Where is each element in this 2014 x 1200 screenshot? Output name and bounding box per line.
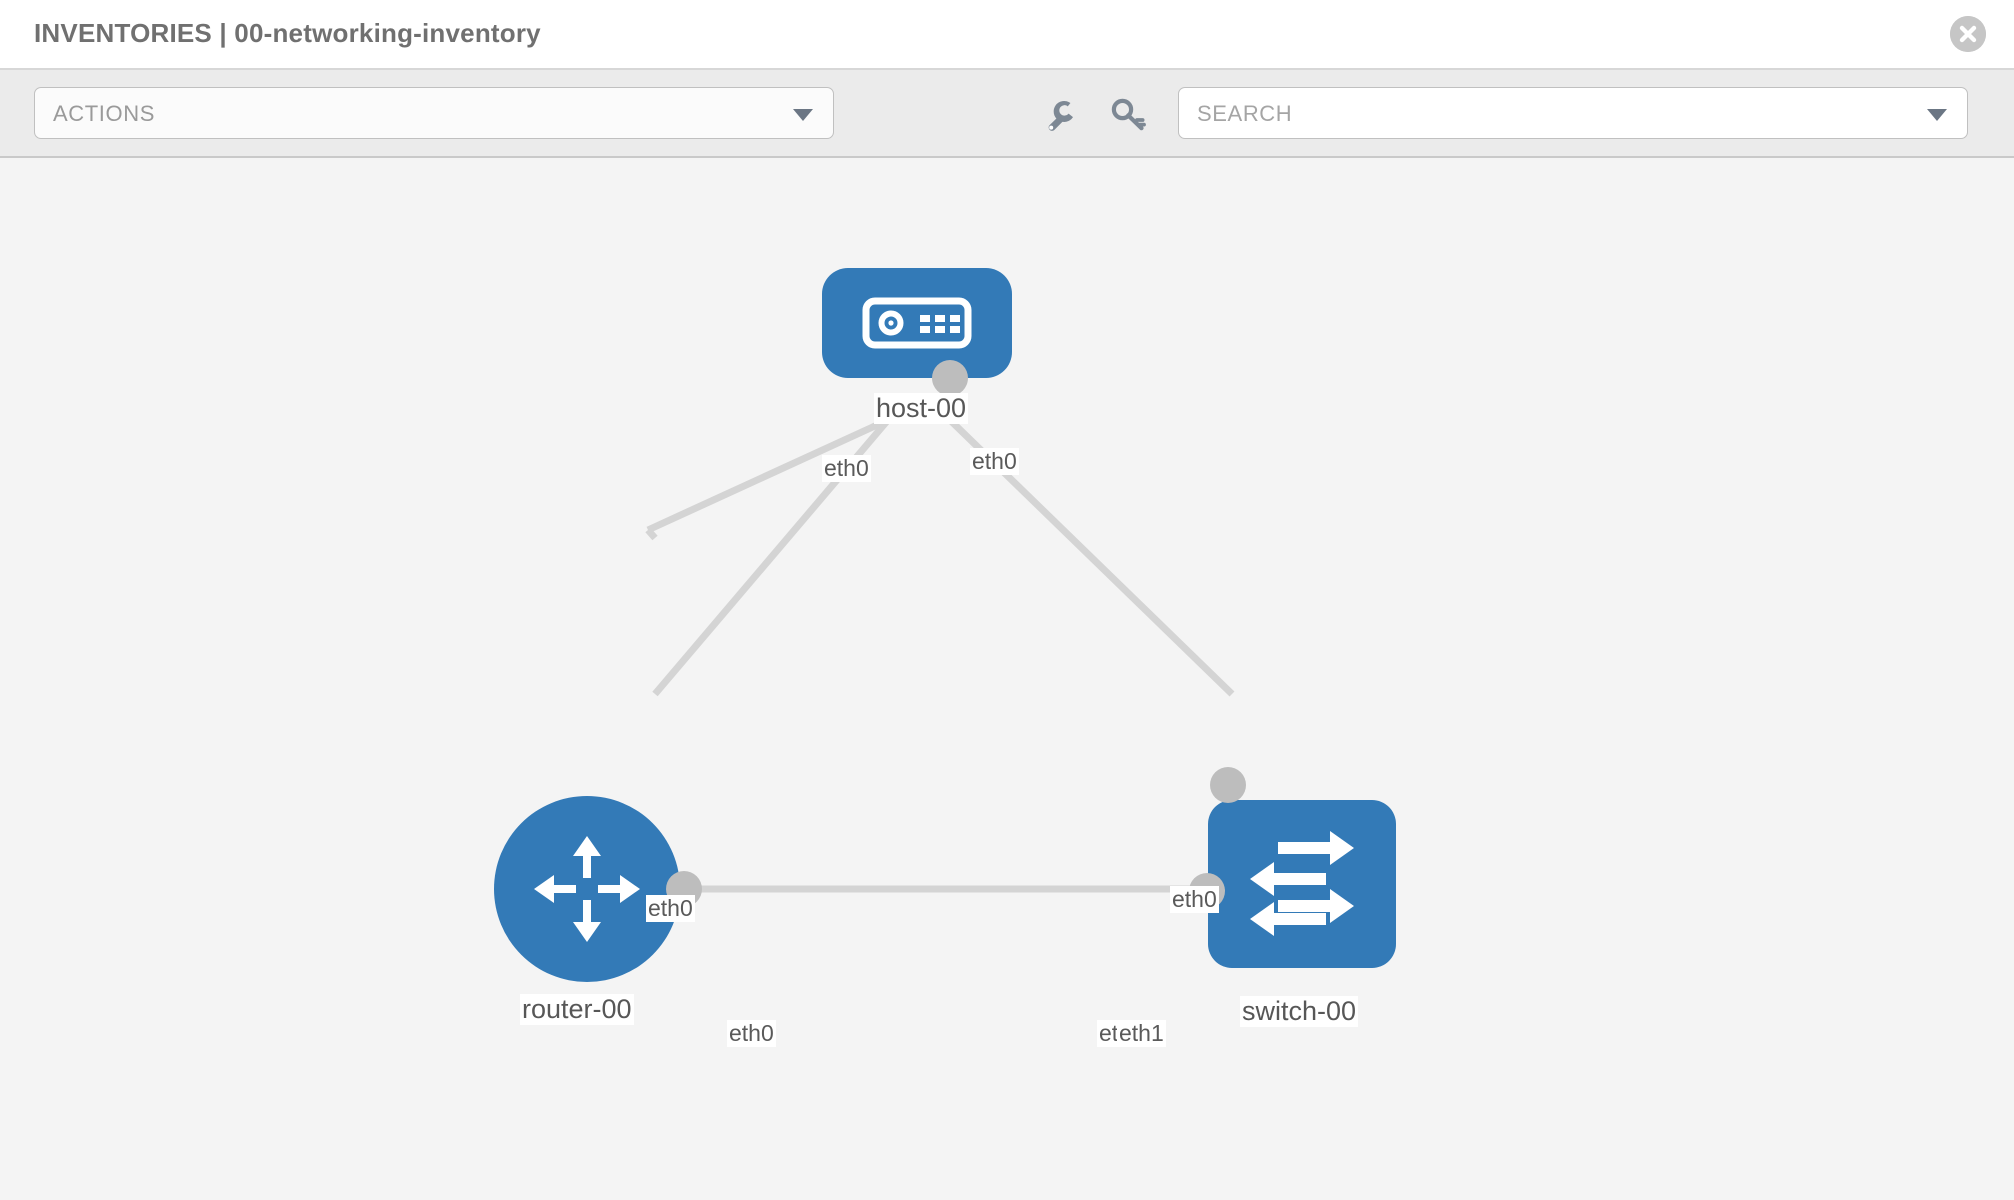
router-arrows-icon	[534, 836, 640, 942]
page-header: INVENTORIES | 00-networking-inventory	[0, 0, 2014, 70]
node-router-00-shape[interactable]	[494, 796, 680, 982]
switch-arrows-icon	[1250, 831, 1354, 936]
node-host-00-label: host-00	[874, 393, 969, 424]
node-switch-00[interactable]: switch-00	[1189, 767, 1398, 1027]
iface-label-router-top: eth0	[646, 895, 695, 922]
search-input[interactable]: SEARCH	[1178, 87, 1968, 139]
key-icon-glyph	[1111, 98, 1146, 131]
close-icon-glyph	[1950, 16, 1986, 52]
topology-canvas[interactable]: host-00 eth0 eth0 router-00 eth0 eth0	[0, 158, 2014, 1200]
actions-dropdown[interactable]: ACTIONS	[34, 87, 834, 139]
iface-label-switch-left: eth1	[1117, 1020, 1166, 1047]
close-icon[interactable]	[1950, 16, 1986, 52]
node-switch-00-shape[interactable]	[1208, 800, 1396, 968]
node-host-00-shape[interactable]	[822, 268, 1012, 378]
node-router-00-label: router-00	[520, 994, 634, 1025]
wrench-icon-glyph	[1048, 101, 1074, 131]
toolbar: ACTIONS SEARCH	[0, 70, 2014, 158]
iface-label-host-right: eth0	[970, 448, 1019, 475]
iface-label-router-right: eth0	[727, 1020, 776, 1047]
node-host-00[interactable]: host-00	[822, 268, 1012, 428]
wrench-icon[interactable]	[1040, 94, 1082, 136]
page-title: INVENTORIES | 00-networking-inventory	[34, 18, 541, 48]
iface-label-host-left: eth0	[822, 455, 871, 482]
link-host-router[interactable]	[646, 416, 890, 534]
port-switch-00-top[interactable]	[1210, 767, 1246, 803]
node-switch-00-label: switch-00	[1240, 996, 1359, 1027]
search-input-value: SEARCH	[1197, 101, 1293, 126]
key-icon[interactable]	[1108, 94, 1150, 136]
chevron-down-icon	[793, 109, 813, 121]
node-router-00[interactable]: router-00	[494, 796, 702, 1025]
port-host-00-right[interactable]	[932, 360, 968, 396]
chevron-down-icon[interactable]	[1927, 109, 1947, 121]
iface-label-switch-top: eth0	[1170, 886, 1219, 913]
server-icon	[862, 297, 972, 349]
actions-dropdown-label: ACTIONS	[53, 101, 155, 126]
